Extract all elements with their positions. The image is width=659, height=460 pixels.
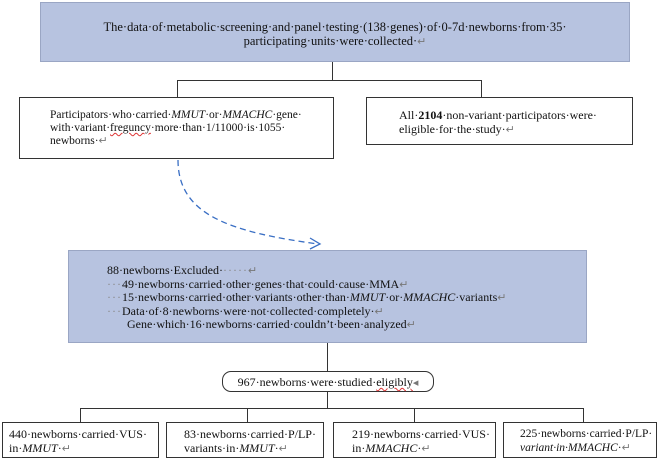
left-box-line3: newborns·↵ — [50, 135, 108, 147]
excluded-box: 88·newborns·Excluded······↵ ···49·newbor… — [68, 250, 587, 343]
connector-top-horizontal — [177, 80, 482, 81]
return-mark: ↵ — [621, 442, 631, 454]
top-box-line1: The·data·of·metabolic·screening·and·pane… — [103, 20, 567, 34]
connector-bottom-drop-4 — [583, 408, 584, 422]
count-number: 2104 — [418, 108, 443, 122]
return-mark: ↵ — [61, 443, 71, 455]
gene-mmachc: MMACHC — [365, 441, 418, 455]
gene-mmut: MMUT — [239, 441, 275, 455]
return-mark: ↵ — [406, 319, 416, 331]
result-box-1-line1: 440·newborns·carried·VUS· — [9, 427, 147, 441]
return-mark: ↵ — [399, 278, 409, 291]
right-box-line2: eligible·for·the·study·↵ — [399, 122, 515, 136]
connector-bottom-drop-1 — [80, 408, 81, 422]
studied-box: 967·newborns·were·studied·eligibly◂ — [222, 371, 434, 392]
excluded-item-3: ···Data·of·8·newborns·were·not·collected… — [107, 303, 384, 318]
misspelled-word: eligibly — [376, 375, 413, 389]
result-box-2-line1: 83·newborns·carried·P/LP· — [184, 427, 316, 441]
result-box-2-line2: variants·in·MMUT·↵ — [184, 441, 288, 455]
excluded-item-4: Gene·which·16·newborns·carried·couldn’t·… — [127, 317, 416, 331]
result-box-3-line1: 219·newborns·carried·VUS· — [352, 427, 490, 441]
gene-mmut: MMUT — [22, 441, 58, 455]
connector-studied-to-split — [327, 392, 328, 408]
result-box-4-line1: 225·newborns·carried·P/LP· — [520, 428, 653, 440]
excluded-item-1: ···49·newborns·carried·other·genes·that·… — [107, 276, 409, 291]
connector-top-vertical — [332, 62, 333, 80]
result-box-2: 83·newborns·carried·P/LP· variants·in·MM… — [166, 422, 324, 458]
return-mark: ↵ — [505, 124, 515, 136]
left-box-line2: with·variant·freguncy·more·than·1/11000·… — [50, 122, 286, 134]
gene-mmachc: MMACHC — [567, 442, 618, 454]
return-mark: ↵ — [497, 292, 507, 304]
result-box-3-line2: in·MMACHC·↵ — [352, 441, 431, 455]
return-mark: ↵ — [421, 443, 431, 455]
right-box-line1: All·2104·non-variant·participators·were· — [399, 108, 597, 122]
connector-bottom-drop-2 — [247, 408, 248, 422]
result-box-4: 225·newborns·carried·P/LP· variant·in·MM… — [503, 422, 657, 458]
top-box-line2: participating·units·were·collected·↵ — [243, 34, 427, 48]
dashed-arrow-path — [177, 159, 319, 245]
excluded-title: 88·newborns·Excluded······↵ — [107, 263, 258, 277]
top-box: The·data·of·metabolic·screening·and·pane… — [40, 2, 630, 62]
right-box: All·2104·non-variant·participators·were·… — [366, 97, 633, 145]
gene-mmut: MMUT — [349, 290, 386, 304]
connector-excluded-to-studied — [327, 343, 328, 371]
left-box: Participators·who·carried·MMUT·or·MMACHC… — [19, 97, 334, 159]
result-box-4-line2: variant·in·MMACHC·↵ — [520, 442, 631, 454]
connector-bottom-horizontal — [80, 408, 584, 409]
connector-left-drop — [177, 80, 178, 98]
return-mark: ◂ — [412, 377, 419, 389]
return-mark: ↵ — [247, 265, 258, 277]
connector-bottom-drop-3 — [414, 408, 415, 422]
dashed-arrow-head — [309, 237, 322, 250]
result-box-3: 219·newborns·carried·VUS· in·MMACHC·↵ — [333, 422, 496, 458]
connector-right-drop — [481, 80, 482, 98]
gene-mmachc: MMACHC — [403, 290, 456, 304]
excluded-item-2: ···15·newborns·carried·other·variants·ot… — [107, 290, 507, 304]
result-box-1: 440·newborns·carried·VUS· in·MMUT·↵ — [2, 422, 159, 458]
gene-mmut: MMUT — [171, 109, 206, 121]
return-mark: ↵ — [417, 36, 427, 48]
misspelled-word: freguncy — [110, 122, 151, 134]
return-mark: ↵ — [278, 443, 288, 455]
return-mark: ↵ — [98, 135, 108, 147]
return-mark: ↵ — [374, 305, 384, 318]
left-box-line1: Participators·who·carried·MMUT·or·MMACHC… — [50, 109, 302, 121]
result-box-1-line2: in·MMUT·↵ — [9, 441, 71, 455]
gene-mmachc: MMACHC — [222, 109, 273, 121]
